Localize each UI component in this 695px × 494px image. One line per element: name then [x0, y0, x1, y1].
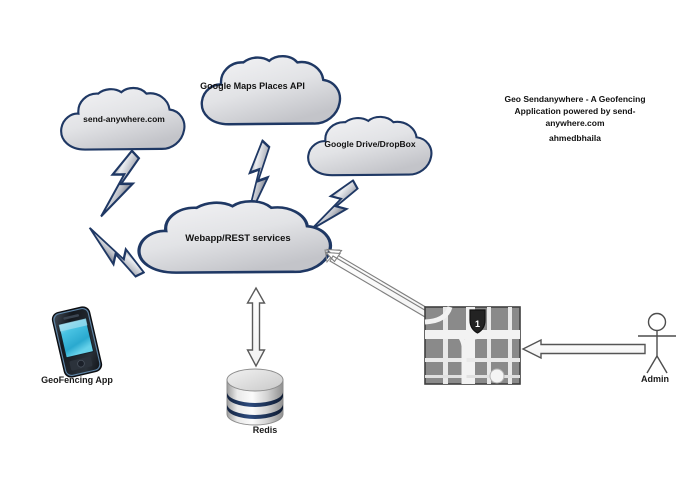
- diagram-title-line-3: anywhere.com: [545, 118, 605, 128]
- node-redis[interactable]: [226, 368, 284, 426]
- connector-admin-to-map: [521, 338, 646, 360]
- connector-webapp-to-redis: [246, 286, 266, 368]
- label-webapp-cloud: Webapp/REST services: [185, 233, 291, 244]
- diagram-title-line-1: Geo Sendanywhere - A Geofencing: [504, 94, 646, 104]
- diagram-credit: ahmedbhaila: [549, 133, 601, 143]
- diagram-title-line-2: Application powered by send-: [514, 106, 636, 116]
- label-google-maps-cloud: Google Maps Places API: [200, 81, 305, 91]
- node-geofencing-app[interactable]: [51, 306, 103, 379]
- diagram-title: Geo Sendanywhere - A Geofencing Applicat…: [500, 93, 650, 129]
- map-shield-label: 1: [475, 319, 480, 329]
- node-admin[interactable]: [638, 312, 676, 374]
- node-map-tile[interactable]: 1: [424, 306, 521, 385]
- connector-send-anywhere-to-webapp: [97, 146, 144, 224]
- label-send-anywhere-cloud: send-anywhere.com: [83, 114, 165, 124]
- label-google-drive-cloud: Google Drive/DropBox: [324, 139, 416, 149]
